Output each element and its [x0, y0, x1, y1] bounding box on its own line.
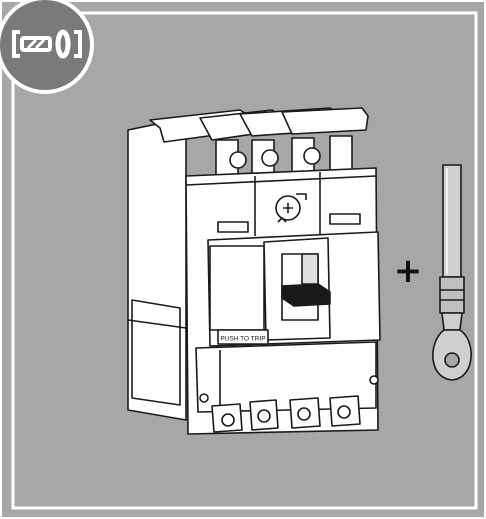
cable-lug-icon [432, 164, 472, 381]
plus-sign: + [394, 251, 423, 291]
panel-frame [11, 11, 478, 510]
screw-terminal-icon [12, 29, 82, 59]
push-to-trip-label: PUSH TO TRIP [220, 336, 265, 343]
terminal-badge [0, 0, 94, 94]
circuit-breaker-icon: PUSH TO TRIP [127, 107, 381, 435]
